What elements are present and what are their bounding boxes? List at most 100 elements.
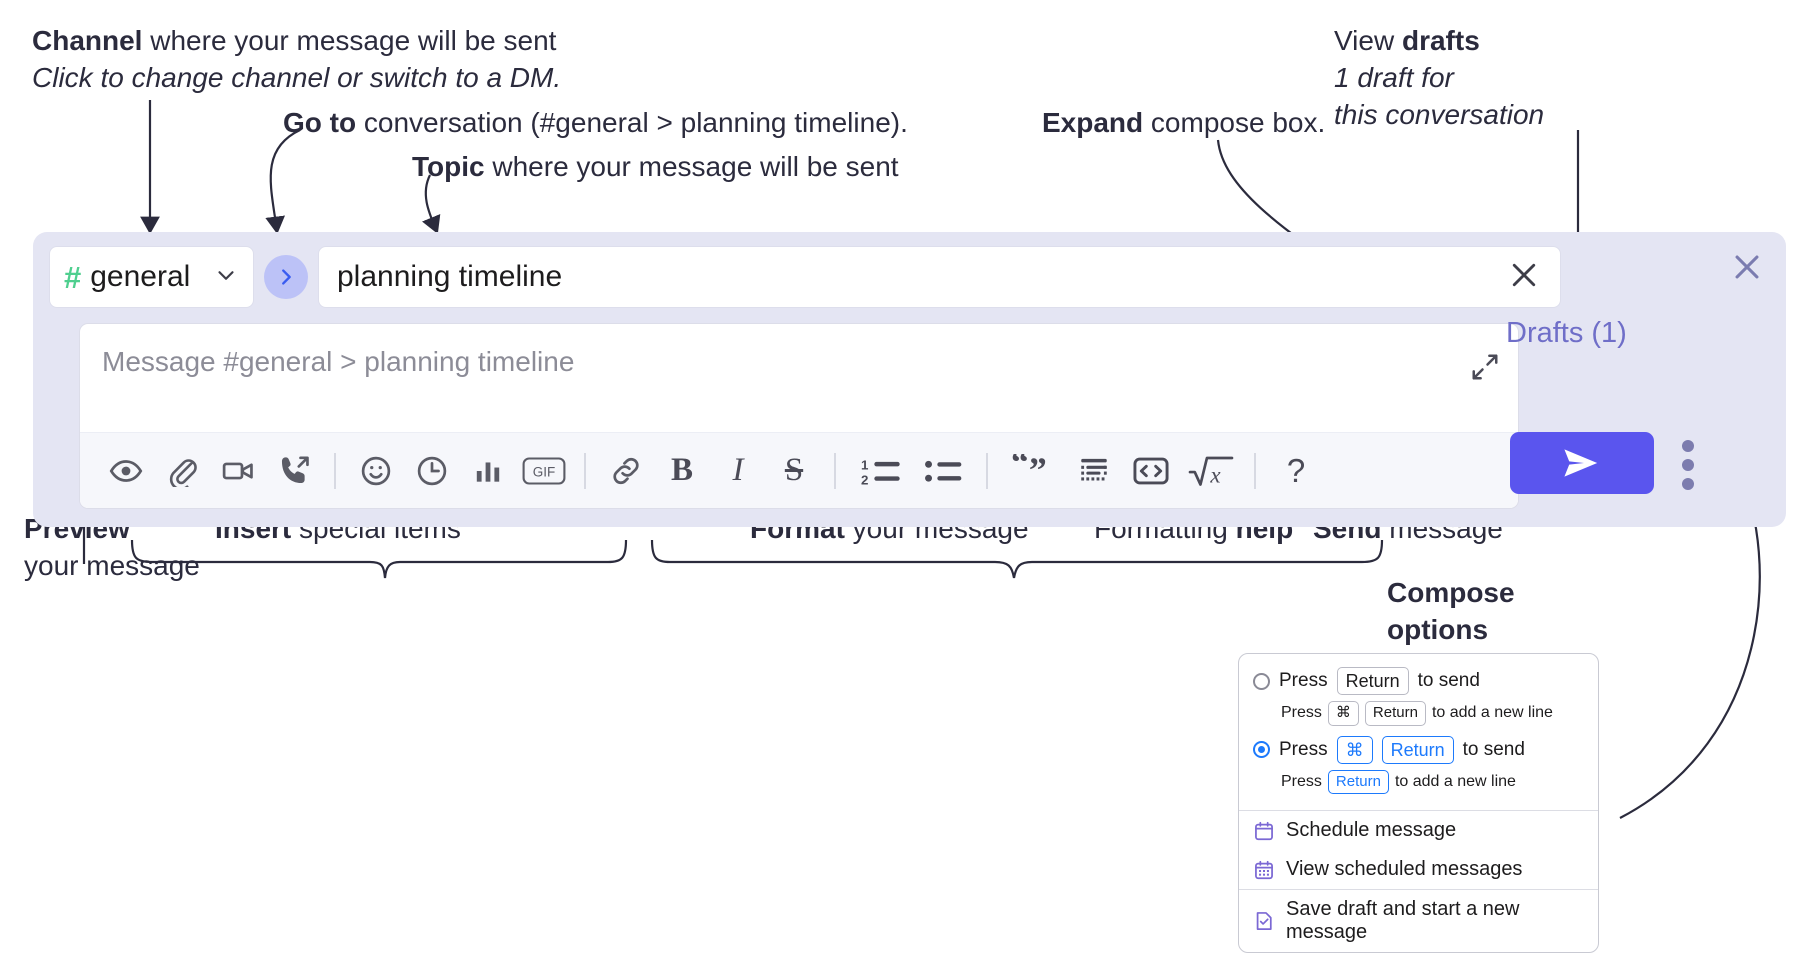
record-video-clip-button[interactable] <box>210 443 266 499</box>
calendar-grid-icon <box>1253 859 1275 881</box>
ordered-list-icon: 1 2 <box>861 457 900 487</box>
radio-button-selected[interactable] <box>1253 741 1270 759</box>
menu-item-save-draft[interactable]: Save draft and start a new message <box>1239 890 1598 952</box>
annotation-channel-italic: Click to change channel or switch to a D… <box>32 62 562 93</box>
bar-chart-icon <box>476 461 500 482</box>
menu-divider <box>1239 889 1598 891</box>
emoji-button[interactable] <box>348 443 404 499</box>
annotation-drafts-prefix: View <box>1334 25 1402 56</box>
gif-button[interactable]: GIF <box>516 443 572 499</box>
radio-button[interactable] <box>1253 672 1270 690</box>
link-button[interactable] <box>598 443 654 499</box>
annotation-compose-options-bold-1: Compose <box>1387 577 1515 608</box>
bold-button[interactable]: B <box>654 443 710 499</box>
compose-options-menu: Press Return to send Press ⌘ Return to a… <box>1238 653 1599 953</box>
toolbar-divider <box>834 452 836 489</box>
expand-compose-button[interactable] <box>1470 352 1500 387</box>
chevron-down-icon <box>213 262 239 293</box>
menu-item-schedule-message[interactable]: Schedule message <box>1239 811 1598 850</box>
blockquote-button[interactable]: “ ” <box>1000 443 1066 499</box>
svg-text:”: ” <box>1029 454 1047 488</box>
annotation-topic: Topic where your message will be sent <box>412 148 899 185</box>
kebab-dot <box>1682 478 1694 490</box>
smiley-icon <box>361 456 391 485</box>
toolbar-divider <box>1254 452 1256 489</box>
compose-header-row: # general planning timeline <box>49 246 1561 308</box>
radio-option-return-sub: Press ⌘ Return to add a new line <box>1281 701 1584 726</box>
menu-item-label: Schedule message <box>1286 819 1457 842</box>
code-block-button[interactable] <box>1066 443 1122 499</box>
message-input-area: Message #general > planning timeline <box>79 323 1519 509</box>
drafts-link[interactable]: Drafts (1) <box>1506 317 1627 349</box>
inline-code-button[interactable] <box>1122 443 1180 499</box>
svg-text:1: 1 <box>861 457 869 472</box>
send-message-button[interactable] <box>1510 432 1654 494</box>
annotation-expand: Expand compose box. <box>1042 104 1325 141</box>
poll-button[interactable] <box>460 443 516 499</box>
message-input[interactable]: Message #general > planning timeline <box>80 324 1518 434</box>
question-mark-icon: ? <box>1286 451 1306 489</box>
ordered-list-button[interactable]: 1 2 <box>848 443 914 499</box>
key-chip-cmd: ⌘ <box>1327 701 1359 726</box>
formatting-help-button[interactable]: ? <box>1268 443 1324 499</box>
bold-icon: B <box>670 452 693 488</box>
close-compose-button[interactable] <box>1730 250 1764 289</box>
topic-field[interactable]: planning timeline <box>318 246 1561 308</box>
paperclip-icon <box>169 459 197 487</box>
menu-item-label: Save draft and start a new message <box>1286 898 1520 944</box>
menu-item-label: View scheduled messages <box>1286 858 1523 881</box>
hash-icon: # <box>64 259 82 295</box>
quote-icon: “ ” <box>1011 454 1047 488</box>
annotation-goto-bold: Go to <box>283 107 357 138</box>
strikethrough-icon: S <box>784 452 804 488</box>
preview-button[interactable] <box>98 443 154 499</box>
bulleted-list-icon <box>925 460 962 482</box>
message-placeholder: Message #general > planning timeline <box>102 346 575 377</box>
svg-text:x: x <box>1209 462 1221 487</box>
radio-option-return[interactable]: Press Return to send <box>1253 667 1584 696</box>
clear-topic-button[interactable] <box>1506 257 1542 298</box>
option-sub-pre: Press <box>1281 772 1322 790</box>
annotation-goto-rest: conversation (#general > planning timeli… <box>356 107 908 138</box>
annotation-preview-rest: your message <box>24 550 200 581</box>
calendar-icon <box>1253 820 1275 842</box>
menu-item-view-scheduled[interactable]: View scheduled messages <box>1239 850 1598 889</box>
compose-options-button[interactable] <box>1682 440 1694 490</box>
clock-icon <box>417 456 447 485</box>
svg-text:GIF: GIF <box>533 464 556 479</box>
option-sub-post: to add a new line <box>1394 772 1516 790</box>
chevron-right-icon <box>282 269 291 285</box>
goto-conversation-button[interactable] <box>264 255 308 299</box>
channel-name: general <box>90 260 191 293</box>
svg-text:2: 2 <box>861 472 868 487</box>
radio-option-cmd-return[interactable]: Press ⌘ Return to send <box>1253 735 1584 764</box>
key-chip-return: Return <box>1336 667 1409 696</box>
key-chip-cmd: ⌘ <box>1336 735 1373 764</box>
math-button[interactable]: x <box>1180 443 1242 499</box>
record-audio-clip-button[interactable] <box>266 443 322 499</box>
code-brackets-icon <box>1133 457 1169 484</box>
channel-picker[interactable]: # general <box>49 246 254 308</box>
mention-time-button[interactable] <box>404 443 460 499</box>
strikethrough-button[interactable]: S <box>766 443 822 499</box>
topic-value: planning timeline <box>337 260 563 293</box>
toolbar-divider <box>986 452 988 489</box>
expand-icon <box>1472 354 1498 380</box>
annotation-drafts-italic-1: 1 draft for <box>1334 62 1454 93</box>
italic-button[interactable]: I <box>710 443 766 499</box>
video-camera-icon <box>222 462 253 479</box>
italic-icon: I <box>732 452 744 488</box>
annotation-topic-rest: where your message will be sent <box>484 151 899 182</box>
bulleted-list-button[interactable] <box>914 443 974 499</box>
annotation-topic-bold: Topic <box>412 151 485 182</box>
close-icon <box>1735 255 1759 279</box>
attach-file-button[interactable] <box>154 443 210 499</box>
key-chip-return: Return <box>1364 701 1426 726</box>
svg-text:“: “ <box>1011 454 1029 482</box>
option-sub-post: to add a new line <box>1431 704 1553 722</box>
annotation-expand-rest: compose box. <box>1143 107 1326 138</box>
close-icon <box>1512 263 1536 286</box>
eye-icon <box>109 459 143 482</box>
file-check-icon <box>1253 910 1275 932</box>
phone-arrow-icon <box>281 455 309 483</box>
